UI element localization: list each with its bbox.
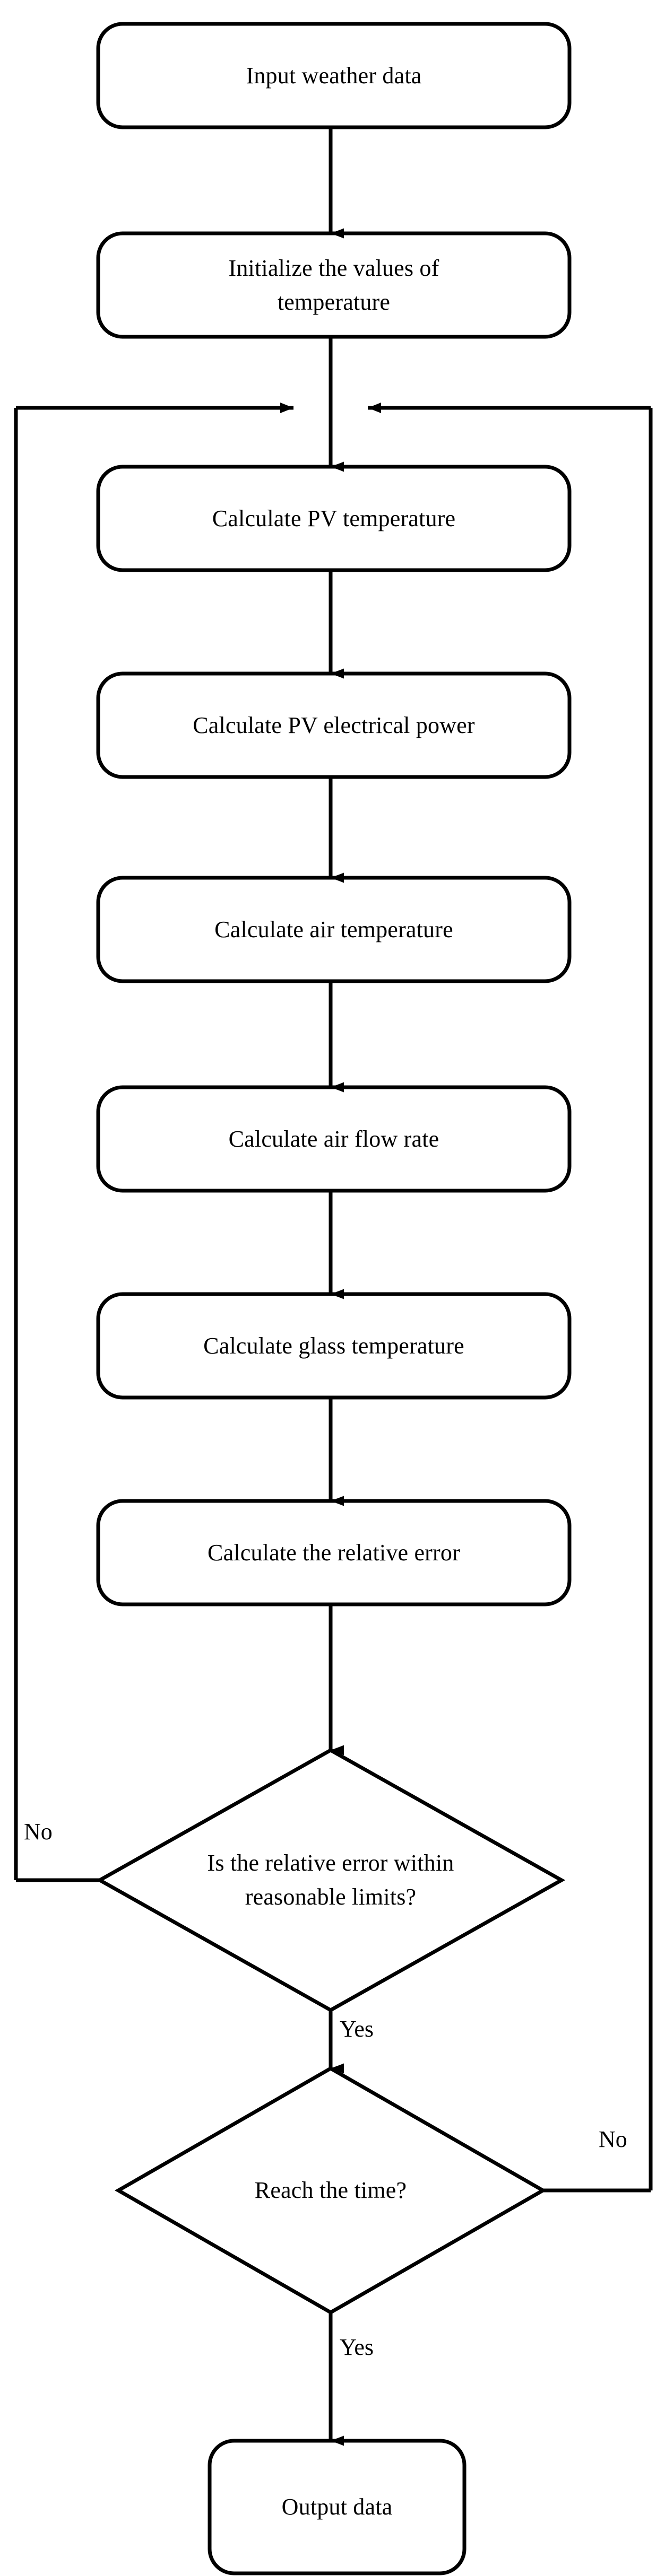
edge-label-decision1-no: No: [24, 1819, 53, 1845]
node-initialize-temperature[interactable]: [98, 233, 569, 337]
node-shape-input-weather-data: [96, 22, 572, 129]
node-decision-relative-error[interactable]: [134, 1793, 527, 1968]
edge-label-decision2-yes: Yes: [340, 2334, 374, 2360]
node-output-data[interactable]: [210, 2441, 464, 2573]
node-calculate-pv-temperature[interactable]: [98, 467, 569, 570]
node-calculate-air-flow-rate[interactable]: [98, 1087, 569, 1191]
node-calculate-glass-temperature[interactable]: [98, 1294, 569, 1398]
node-calculate-pv-electrical-power[interactable]: [98, 674, 569, 777]
edge-label-decision2-no: No: [599, 2126, 627, 2152]
edge-label-decision1-yes: Yes: [340, 2016, 374, 2042]
node-calculate-relative-error[interactable]: [98, 1501, 569, 1604]
node-calculate-air-temperature[interactable]: [98, 878, 569, 981]
node-input-weather-data[interactable]: [98, 24, 569, 127]
node-decision-reach-the-time[interactable]: [150, 2132, 511, 2249]
